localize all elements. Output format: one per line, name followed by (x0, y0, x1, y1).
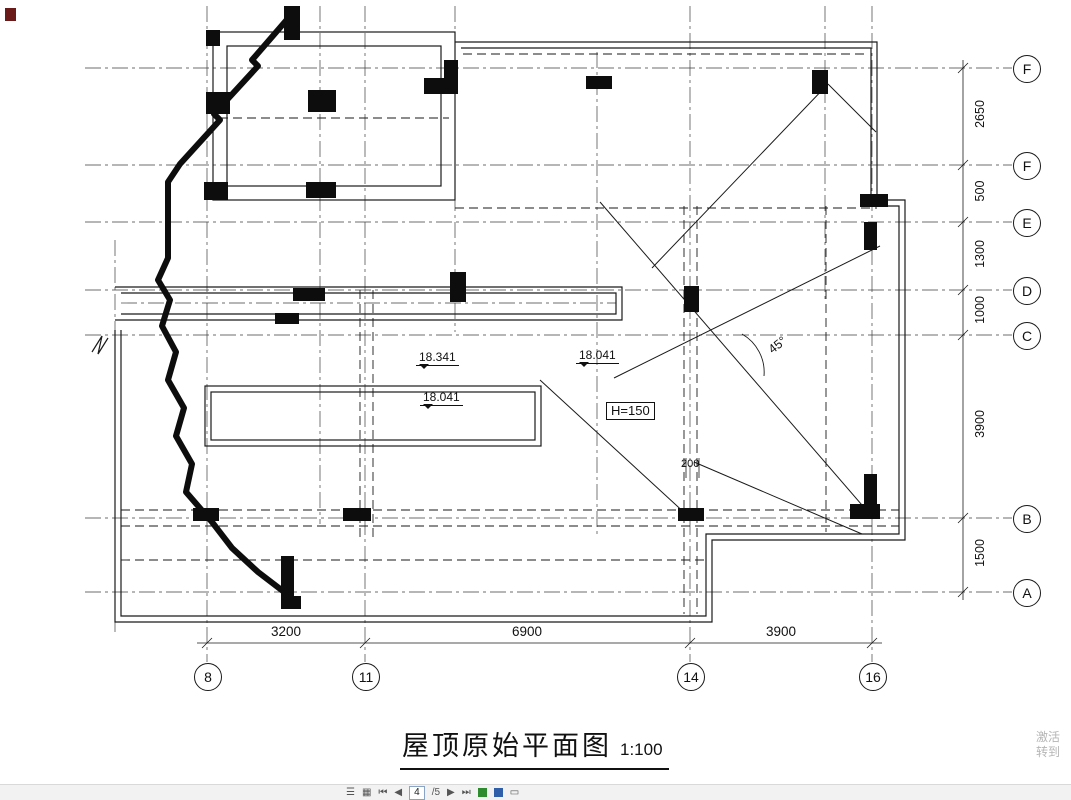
watermark-line1: 激活 (1036, 730, 1061, 744)
drawing-title: 屋顶原始平面图 (402, 731, 612, 761)
last-page-button[interactable]: ⏭ (461, 786, 471, 798)
first-page-button[interactable]: ⏮ (378, 786, 388, 798)
dim-bottom-3200: 3200 (270, 624, 302, 639)
level-mark-18-341: 18.341 (416, 350, 459, 369)
fit-page-icon[interactable]: ▭ (509, 786, 520, 798)
break-symbol (91, 335, 109, 355)
drawing-scale: 1:100 (620, 740, 663, 759)
current-page-field[interactable]: 4 (409, 785, 425, 800)
prev-page-button[interactable]: ◀ (394, 786, 403, 798)
grid-bubble-row-b: B (1013, 505, 1041, 533)
corner-mark (5, 8, 16, 21)
level-mark-value: 18.041 (579, 348, 616, 362)
dim-bottom-3900: 3900 (765, 624, 797, 639)
grid-bubble-row-f1: F (1013, 55, 1041, 83)
grid-bubble-row-f2: F (1013, 152, 1041, 180)
next-page-button[interactable]: ▶ (447, 786, 455, 798)
viewer-toolbar: ☰ ▦ ⏮ ◀ 4 /5 ▶ ⏭ ▭ (0, 784, 1071, 800)
blue-tool-icon[interactable] (493, 788, 503, 797)
level-triangle-icon (423, 404, 433, 414)
dim-right-3900: 3900 (973, 410, 987, 438)
grid-bubble-row-c: C (1013, 322, 1041, 350)
level-mark-18-041-a: 18.041 (576, 348, 619, 367)
grid-bubble-col-8: 8 (194, 663, 222, 691)
dim-right-2650: 2650 (973, 100, 987, 128)
dim-right-1500: 1500 (973, 539, 987, 567)
gap-dimension-label: 200 (681, 458, 700, 470)
dim-right-1000: 1000 (973, 296, 987, 324)
menu-icon[interactable]: ☰ (346, 786, 355, 798)
drawing-title-block: 屋顶原始平面图 1:100 (400, 724, 669, 770)
watermark-line2: 转到 (1036, 745, 1061, 759)
grid-bubble-col-11: 11 (352, 663, 380, 691)
green-tool-icon[interactable] (477, 788, 487, 797)
grid-bubble-row-a: A (1013, 579, 1041, 607)
level-mark-value: 18.341 (419, 350, 456, 364)
hidden-dashed-lines (121, 53, 899, 614)
height-label: H=150 (606, 402, 655, 420)
wall-segments (193, 6, 888, 609)
dim-bottom-6900: 6900 (511, 624, 543, 639)
grid-bubble-col-14: 14 (677, 663, 705, 691)
grid-bubble-col-16: 16 (859, 663, 887, 691)
thumbnails-icon[interactable]: ▦ (361, 786, 372, 798)
roof-outline (114, 31, 906, 623)
level-triangle-icon (419, 364, 429, 374)
activation-watermark: 激活 转到 (1036, 730, 1060, 760)
roof-hip-lines (539, 83, 881, 535)
level-triangle-icon (579, 362, 589, 372)
level-mark-value: 18.041 (423, 390, 460, 404)
dim-right-500: 500 (973, 180, 987, 202)
grid-bubble-row-e: E (1013, 209, 1041, 237)
angle-arc (741, 333, 765, 377)
level-mark-18-041-b: 18.041 (420, 390, 463, 409)
grid-lines (85, 6, 1012, 662)
dimension-lines (197, 60, 969, 649)
page-total-label: /5 (431, 787, 441, 798)
grid-bubble-row-d: D (1013, 277, 1041, 305)
